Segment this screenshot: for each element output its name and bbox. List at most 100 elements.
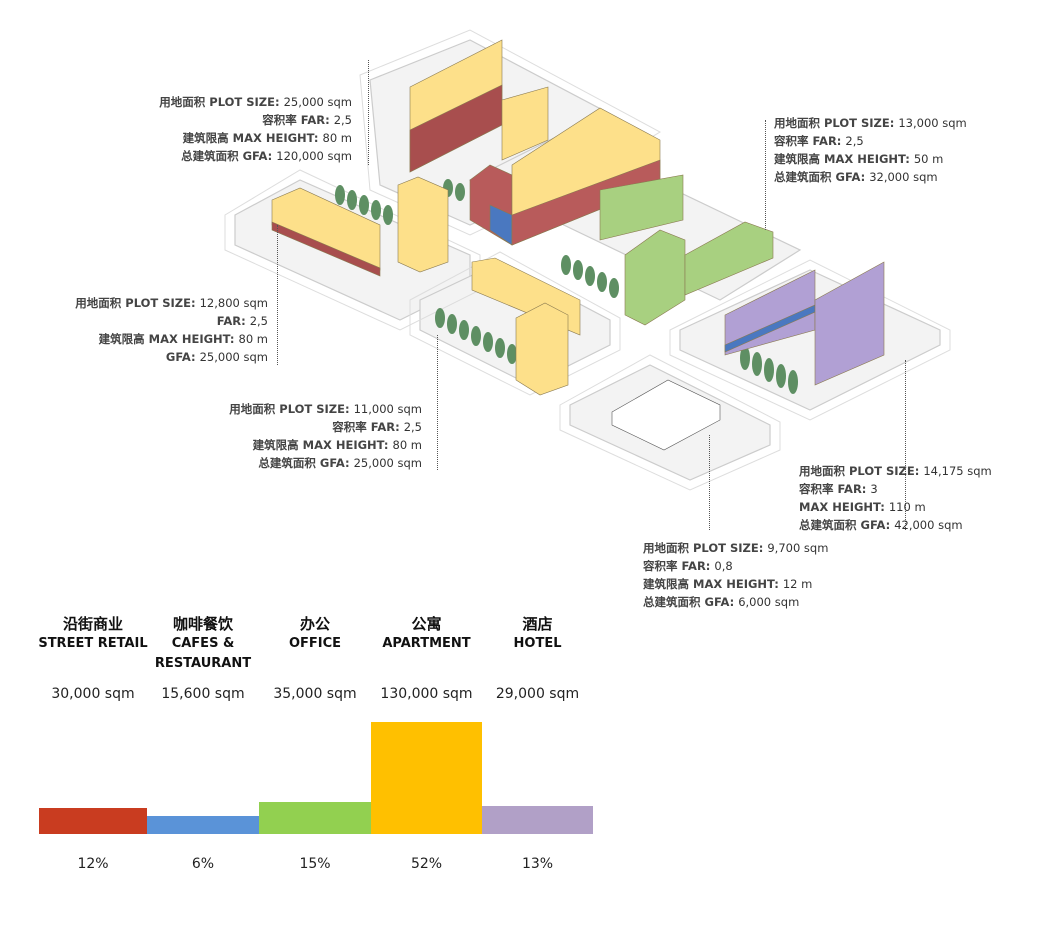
area-label: 30,000 sqm xyxy=(51,686,135,702)
annotation-label: FAR: xyxy=(216,314,250,328)
annotation-label: 建筑限高 MAX HEIGHT: xyxy=(98,332,239,346)
annotation-value: 2,5 xyxy=(403,420,422,434)
annotation-value: 50 m xyxy=(913,152,944,166)
annotation-label: 用地面积 PLOT SIZE: xyxy=(229,402,354,416)
leader-line xyxy=(905,360,906,530)
category-cn: 咖啡餐饮 xyxy=(172,615,233,633)
annotation-value: 80 m xyxy=(322,131,353,145)
annotation-line: 容积率 FAR: 2,5 xyxy=(229,418,422,436)
annotation-label: 容积率 FAR: xyxy=(262,113,334,127)
area-label: 15,600 sqm xyxy=(161,686,245,702)
annotation-line: 用地面积 PLOT SIZE: 14,175 sqm xyxy=(799,462,992,480)
percent-label: 13% xyxy=(521,856,554,872)
annotation-value: 14,175 sqm xyxy=(923,464,992,478)
category-label: 公寓 APARTMENT xyxy=(371,614,483,654)
leader-line xyxy=(765,120,766,230)
percent-label: 15% xyxy=(299,856,331,872)
bar xyxy=(259,801,371,834)
isometric-massing-illustration xyxy=(224,29,951,491)
area-label: 35,000 sqm xyxy=(273,686,357,702)
annotation-value: 120,000 sqm xyxy=(276,149,352,163)
annotation-line: 用地面积 PLOT SIZE: 25,000 sqm xyxy=(159,93,352,111)
annotation-value: 13,000 sqm xyxy=(898,116,967,130)
annotation-label: 容积率 FAR: xyxy=(799,482,871,496)
annotation-label: 用地面积 PLOT SIZE: xyxy=(75,296,200,310)
category-cn: 办公 xyxy=(299,615,330,633)
annotation-label: 用地面积 PLOT SIZE: xyxy=(159,95,284,109)
area-label: 130,000 sqm xyxy=(380,686,473,702)
trees xyxy=(335,179,798,394)
annotation-value: 25,000 sqm xyxy=(283,95,352,109)
category-en: STREET RETAIL xyxy=(38,636,148,651)
annotation-label: 建筑限高 MAX HEIGHT: xyxy=(252,438,393,452)
annotation-line: 总建筑面积 GFA: 120,000 sqm xyxy=(159,147,352,165)
leader-line xyxy=(277,225,278,365)
annotation-value: 9,700 sqm xyxy=(767,541,829,555)
leader-line xyxy=(368,60,369,165)
category-en: OFFICE xyxy=(288,636,342,651)
annotation-line: 建筑限高 MAX HEIGHT: 80 m xyxy=(229,436,422,454)
percent-label: 6% xyxy=(191,856,215,872)
annotation-line: GFA: 25,000 sqm xyxy=(75,348,268,366)
annotation-line: 用地面积 PLOT SIZE: 9,700 sqm xyxy=(643,539,828,557)
category-cn: 酒店 xyxy=(522,615,553,633)
area-label: 29,000 sqm xyxy=(495,686,580,702)
annotation-line: 总建筑面积 GFA: 32,000 sqm xyxy=(774,168,967,186)
annotation-value: 2,5 xyxy=(845,134,864,148)
bar xyxy=(371,722,482,834)
annotation-label: 总建筑面积 GFA: xyxy=(258,456,354,470)
annotation-line: 建筑限高 MAX HEIGHT: 12 m xyxy=(643,575,828,593)
annotation-label: 建筑限高 MAX HEIGHT: xyxy=(774,152,914,166)
buildings xyxy=(271,39,885,451)
annotation-label: 用地面积 PLOT SIZE: xyxy=(774,116,899,130)
annotation-value: 0,8 xyxy=(714,559,733,573)
annotation-label: 总建筑面积 GFA: xyxy=(799,518,895,532)
annotation-value: 25,000 sqm xyxy=(199,350,268,364)
category-en: CAFES & RESTAURANT xyxy=(154,636,252,671)
category-en: APARTMENT xyxy=(382,636,471,651)
annotation-line: 总建筑面积 GFA: 6,000 sqm xyxy=(643,593,828,611)
annotation-value: 12,800 sqm xyxy=(199,296,268,310)
category-cn: 公寓 xyxy=(411,615,442,633)
annotation-label: 建筑限高 MAX HEIGHT: xyxy=(643,577,783,591)
annotation-line: MAX HEIGHT: 110 m xyxy=(799,498,992,516)
annotation-value: 42,000 sqm xyxy=(894,518,963,532)
annotation-label: GFA: xyxy=(165,350,200,364)
percent-label: 52% xyxy=(410,856,443,872)
leader-line xyxy=(709,435,710,530)
annotation-value: 6,000 sqm xyxy=(738,595,800,609)
annotation-value: 80 m xyxy=(392,438,423,452)
annotation-value: 25,000 sqm xyxy=(353,456,422,470)
annotation-label: 容积率 FAR: xyxy=(774,134,846,148)
annotation-line: 建筑限高 MAX HEIGHT: 80 m xyxy=(159,129,352,147)
bar xyxy=(39,808,147,834)
annotation-line: 容积率 FAR: 3 xyxy=(799,480,992,498)
leader-line xyxy=(437,335,438,470)
annotation-value: 3 xyxy=(870,482,878,496)
annotation-value: 32,000 sqm xyxy=(869,170,938,184)
category-label: 办公 OFFICE xyxy=(259,614,371,654)
annotation-line: 容积率 FAR: 2,5 xyxy=(774,132,967,150)
annotation-value: 110 m xyxy=(888,500,926,514)
annotation-label: 用地面积 PLOT SIZE: xyxy=(643,541,768,555)
category-label: 沿街商业 STREET RETAIL xyxy=(37,614,149,654)
annotation-line: 建筑限高 MAX HEIGHT: 80 m xyxy=(75,330,268,348)
annotation-label: 建筑限高 MAX HEIGHT: xyxy=(182,131,323,145)
category-cn: 沿街商业 xyxy=(62,615,123,633)
annotation-value: 11,000 sqm xyxy=(353,402,422,416)
annotation-line: 总建筑面积 GFA: 42,000 sqm xyxy=(799,516,992,534)
annotation-line: FAR: 2,5 xyxy=(75,312,268,330)
annotation-label: 总建筑面积 GFA: xyxy=(774,170,870,184)
annotation-label: MAX HEIGHT: xyxy=(799,500,889,514)
annotation-line: 用地面积 PLOT SIZE: 13,000 sqm xyxy=(774,114,967,132)
annotation-label: 用地面积 PLOT SIZE: xyxy=(799,464,924,478)
annotation-label: 总建筑面积 GFA: xyxy=(643,595,739,609)
annotation-line: 容积率 FAR: 2,5 xyxy=(159,111,352,129)
